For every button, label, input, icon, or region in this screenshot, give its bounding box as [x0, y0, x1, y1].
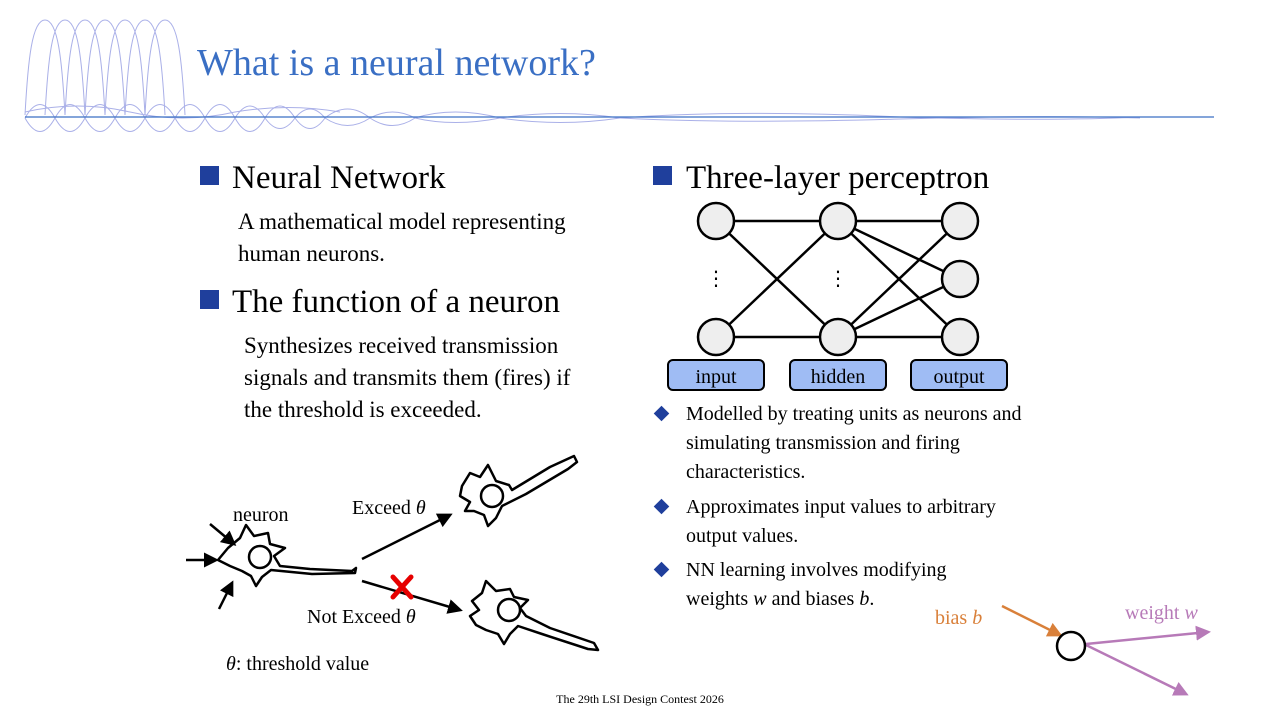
- page-title: What is a neural network?: [197, 42, 596, 84]
- bias-text: bias: [935, 607, 968, 629]
- bullet-diamond-icon: [653, 405, 670, 422]
- bullet-square-icon: [200, 290, 219, 309]
- bullet-square-icon: [653, 166, 672, 185]
- input-node: [696, 317, 736, 357]
- text-line: Approximates input values to arbitrary: [686, 496, 996, 518]
- weight-symbol: w: [753, 588, 767, 610]
- weight-text: weight: [1125, 602, 1180, 624]
- layer-label-input: input: [667, 359, 765, 391]
- bias-arrow: [1001, 604, 1063, 637]
- theta-symbol: θ: [405, 606, 416, 628]
- input-node: [696, 201, 736, 241]
- text-line: the threshold is exceeded.: [244, 397, 482, 422]
- text-fragment: .: [869, 588, 875, 610]
- bullet-modelled: Modelled by treating units as neurons an…: [686, 400, 1126, 487]
- neuron-firing-diagram: [186, 454, 600, 652]
- hidden-node: [818, 201, 858, 241]
- text-line: NN learning involves modifying: [686, 559, 947, 581]
- reject-x-icon: [390, 574, 414, 600]
- theta-symbol: θ: [415, 497, 426, 519]
- text-line: human neurons.: [238, 241, 385, 266]
- theta-symbol: θ: [226, 653, 236, 675]
- neuron-icon: [216, 523, 358, 588]
- weight-arrow: [1085, 625, 1211, 646]
- text-line: weights w and biases b.: [686, 585, 1126, 614]
- text-line: signals and transmits them (fires) if: [244, 365, 571, 390]
- bias-symbol: b: [972, 607, 983, 629]
- firing-neuron-icon: [458, 454, 579, 528]
- not-exceed-text: Not Exceed: [307, 606, 401, 628]
- unit-node: [1055, 630, 1087, 662]
- text-line: A mathematical model representing: [238, 209, 566, 234]
- bias-symbol: b: [859, 588, 870, 610]
- section-heading-neuron-function: The function of a neuron: [232, 284, 561, 320]
- ellipsis-icon: ⋮: [828, 266, 848, 290]
- section-heading-perceptron: Three-layer perceptron: [686, 160, 990, 196]
- neuron-label: neuron: [233, 504, 289, 526]
- legend-text: : threshold value: [235, 653, 370, 675]
- weight-arrow: [1085, 643, 1189, 696]
- text-line: simulating transmission and firing: [686, 432, 960, 454]
- weight-symbol: w: [1184, 602, 1198, 624]
- output-node: [940, 201, 980, 241]
- resting-neuron-icon: [468, 579, 600, 652]
- exceed-arrow: [361, 513, 453, 561]
- bullet-approximates: Approximates input values to arbitrary o…: [686, 493, 1126, 551]
- input-arrow: [217, 580, 234, 610]
- text-line: Modelled by treating units as neurons an…: [686, 403, 1022, 425]
- input-arrow: [209, 523, 237, 546]
- header-decoration: [24, 19, 1214, 132]
- text-line: characteristics.: [686, 461, 806, 483]
- hidden-node: [818, 317, 858, 357]
- layer-label-hidden: hidden: [789, 359, 887, 391]
- threshold-legend: θ: threshold value: [226, 654, 369, 674]
- neural-network-description: A mathematical model representing human …: [238, 206, 638, 270]
- unit-diagram: [1001, 604, 1211, 696]
- section-heading-neural-network: Neural Network: [232, 160, 446, 196]
- bullet-learning: NN learning involves modifying weights w…: [686, 556, 1126, 614]
- layer-label-output: output: [910, 359, 1008, 391]
- bullet-diamond-icon: [653, 498, 670, 515]
- not-exceed-label: Not Exceed θ: [307, 607, 416, 627]
- ellipsis-icon: ⋮: [706, 266, 726, 290]
- output-node: [940, 259, 980, 299]
- text-fragment: and biases: [766, 588, 860, 610]
- exceed-label: Exceed θ: [352, 498, 426, 518]
- weight-label: weight w: [1125, 603, 1198, 623]
- output-node: [940, 317, 980, 357]
- bullet-diamond-icon: [653, 561, 670, 578]
- text-fragment: weights: [686, 588, 754, 610]
- text-line: Synthesizes received transmission: [244, 333, 559, 358]
- bullet-square-icon: [200, 166, 219, 185]
- bias-label: bias b: [935, 608, 982, 628]
- exceed-text: Exceed: [352, 497, 411, 519]
- perceptron-diagram: ⋮ ⋮: [696, 201, 980, 357]
- text-line: output values.: [686, 525, 799, 547]
- footer-text: The 29th LSI Design Contest 2026: [556, 692, 724, 706]
- neuron-function-description: Synthesizes received transmission signal…: [244, 330, 644, 426]
